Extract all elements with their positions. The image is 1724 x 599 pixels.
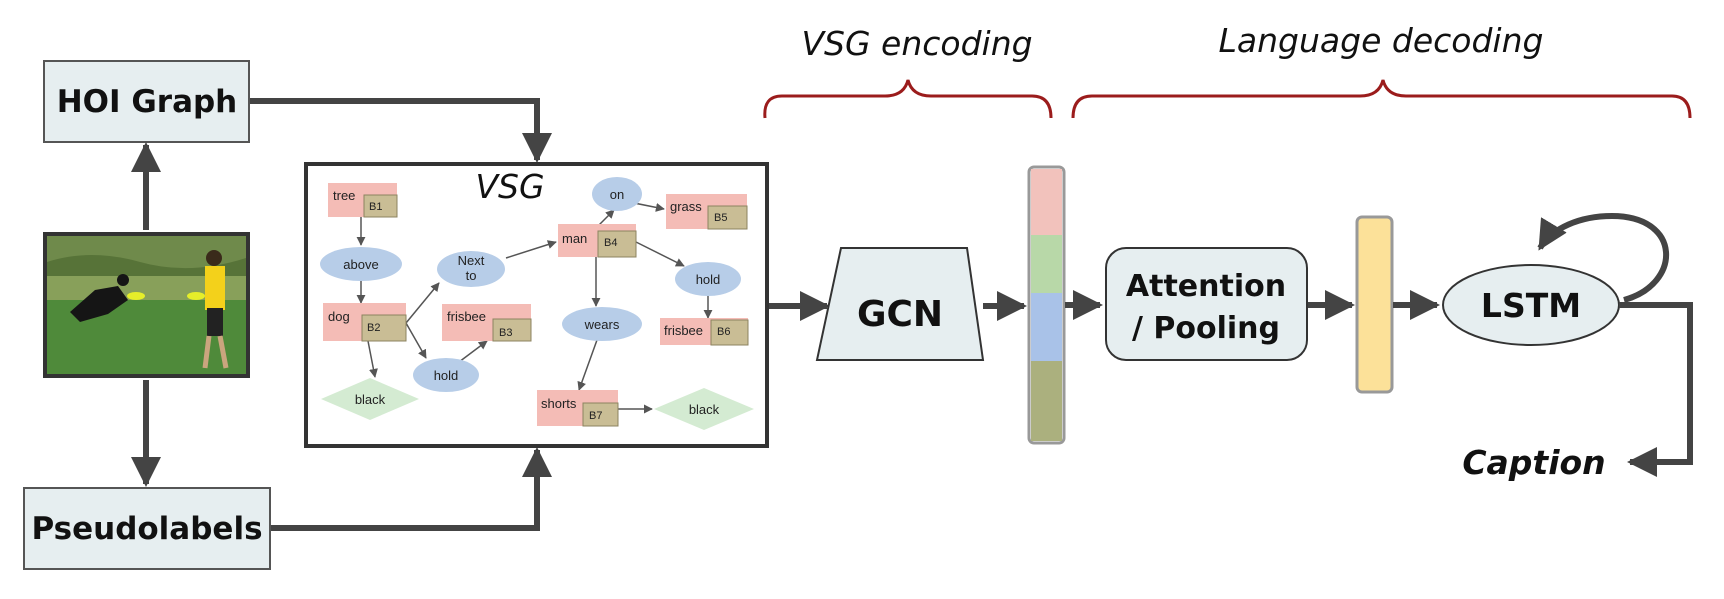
svg-text:B4: B4 (604, 237, 617, 249)
svg-text:tree: tree (333, 188, 355, 203)
svg-text:dog: dog (328, 309, 350, 324)
svg-text:black: black (355, 392, 386, 407)
vsg-attribute-black-dog: black (321, 378, 419, 420)
svg-text:B5: B5 (714, 212, 727, 224)
vsg-object-tree: tree B1 (328, 183, 398, 218)
svg-text:B6: B6 (717, 326, 730, 338)
vsg-title: VSG (475, 167, 544, 206)
svg-text:above: above (343, 257, 378, 272)
vsg-object-frisbee-b6: frisbee B6 (660, 318, 749, 346)
svg-text:frisbee: frisbee (664, 323, 703, 338)
svg-text:B3: B3 (499, 327, 512, 339)
vsg-relation-wears: wears (562, 307, 642, 341)
pseudolabels-to-vsg-arrow (271, 447, 552, 531)
gcn-label: GCN (857, 294, 943, 335)
svg-text:man: man (562, 231, 587, 246)
vsg-relation-hold-man: hold (675, 262, 741, 296)
vsg-object-frisbee-b3: frisbee B3 (442, 304, 532, 342)
lstm-recurrent-arrow (1537, 212, 1670, 303)
svg-text:to: to (466, 268, 477, 283)
vsg-attribute-black-shorts: black (654, 388, 754, 430)
svg-text:hold: hold (696, 272, 721, 287)
svg-text:on: on (610, 187, 624, 202)
vsg-object-man: man B4 (558, 224, 637, 258)
encoding-label: VSG encoding (801, 24, 1032, 63)
attention-label: Attention (1126, 269, 1286, 304)
caption-label: Caption (1462, 443, 1605, 482)
svg-text:Next: Next (458, 253, 485, 268)
decoding-brace (1071, 79, 1692, 119)
vsg-object-dog: dog B2 (323, 303, 407, 342)
vsg-object-grass: grass B5 (666, 194, 748, 230)
encoding-brace (763, 79, 1053, 119)
pseudolabels-box (23, 487, 271, 570)
svg-text:wears: wears (584, 317, 620, 332)
pooling-label: / Pooling (1132, 311, 1280, 346)
hoi-graph-label: HOI Graph (57, 84, 238, 120)
vsg-edges (356, 202, 713, 414)
gcn-block (815, 247, 985, 361)
input-photo (43, 232, 250, 378)
graph-embedding-vector (1027, 165, 1066, 445)
lstm-to-caption-arrow (1619, 302, 1693, 477)
vsg-relation-hold-dog: hold (413, 358, 479, 392)
lstm-label: LSTM (1481, 286, 1581, 325)
hoi-to-vsg-arrow (250, 98, 552, 163)
context-vector (1355, 215, 1394, 394)
decoding-label: Language decoding (1219, 21, 1544, 60)
hoi-graph-box (43, 60, 250, 143)
svg-text:B1: B1 (369, 201, 382, 213)
vsg-relation-next-to: Next to (437, 251, 505, 287)
vsg-relation-above: above (320, 247, 402, 281)
svg-text:shorts: shorts (541, 396, 577, 411)
pseudolabels-label: Pseudolabels (31, 511, 262, 547)
svg-text:grass: grass (670, 199, 702, 214)
svg-text:B2: B2 (367, 322, 380, 334)
svg-text:black: black (689, 402, 720, 417)
vsg-relation-on: on (592, 177, 642, 211)
attention-pooling-box (1105, 247, 1308, 361)
vsg-object-shorts: shorts B7 (537, 390, 619, 427)
svg-text:hold: hold (434, 368, 459, 383)
svg-text:B7: B7 (589, 410, 602, 422)
svg-text:frisbee: frisbee (447, 309, 486, 324)
